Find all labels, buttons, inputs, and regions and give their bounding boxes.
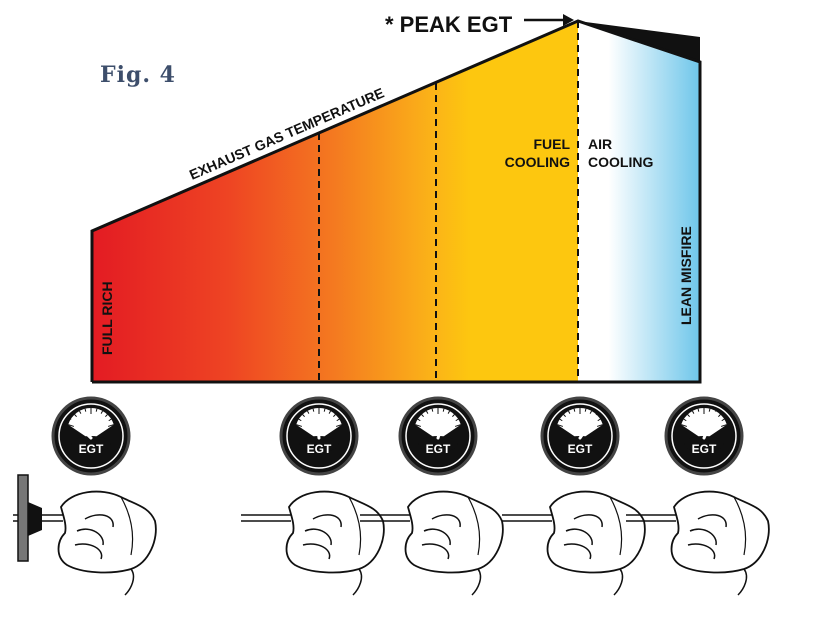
mixture-control-row <box>13 474 770 596</box>
gauge-label: EGT <box>307 442 332 456</box>
gauge-needle <box>702 411 717 440</box>
egt-gauge: EGT <box>398 396 478 476</box>
egt-gauge: EGT <box>51 396 131 476</box>
gauge-label: EGT <box>426 442 451 456</box>
air-cooling-label-2: COOLING <box>588 154 653 170</box>
gauge-needle <box>314 408 321 440</box>
fuel-cooling-label-2: COOLING <box>505 154 570 170</box>
gauge-label: EGT <box>568 442 593 456</box>
gauge-dial-face <box>557 407 603 440</box>
air-cooling-label-1: AIR <box>588 136 612 152</box>
hand-on-mixture-icon <box>502 490 646 596</box>
lean-misfire-label: LEAN MISFIRE <box>678 226 694 325</box>
gauge-label: EGT <box>79 442 104 456</box>
egt-gauge: EGT <box>540 396 620 476</box>
gauge-label: EGT <box>692 442 717 456</box>
hand-on-mixture-icon <box>626 490 770 596</box>
lean-area <box>578 21 700 382</box>
instrument-panel-plate <box>17 474 42 562</box>
gauge-needle <box>436 410 448 440</box>
full-rich-label: FULL RICH <box>99 281 115 355</box>
gauge-needle <box>70 418 93 440</box>
rich-to-peak-area <box>92 21 578 382</box>
figure-title: Fig. 4 <box>100 62 176 88</box>
gauge-needle <box>578 414 597 440</box>
peak-arrow-icon <box>524 14 574 26</box>
egt-gauge: EGT <box>279 396 359 476</box>
hand-on-mixture-icon <box>360 490 504 596</box>
fuel-cooling-label-1: FUEL <box>533 136 570 152</box>
peak-egt-label: * PEAK EGT <box>385 12 513 37</box>
gauge-dial-face <box>68 408 114 440</box>
hand-on-mixture-icon <box>241 490 385 596</box>
egt-gauge: EGT <box>664 396 744 476</box>
area-outline <box>90 19 702 384</box>
gauge-dial-face <box>681 407 727 440</box>
gauge-row: EGT EGT EGT EGT EGT <box>51 396 744 476</box>
gauge-dial-face <box>415 408 461 440</box>
